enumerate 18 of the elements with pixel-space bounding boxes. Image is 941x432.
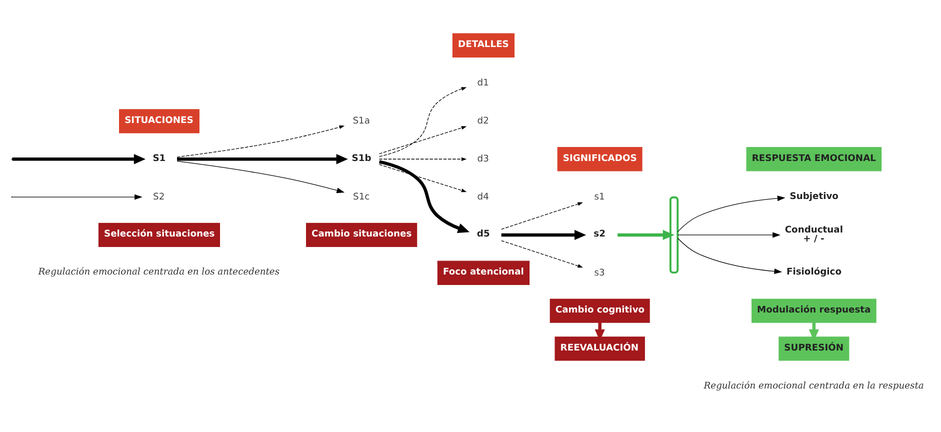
node-text: s1 xyxy=(594,192,605,202)
node-text: Subjetivo xyxy=(790,192,838,202)
node-text: S1b xyxy=(352,154,372,164)
node-text: S1c xyxy=(353,192,370,202)
node-text: S2 xyxy=(153,192,165,202)
node-text: Conductual + / - xyxy=(784,225,843,245)
node-text: S1 xyxy=(152,154,166,164)
node-text: s3 xyxy=(594,268,605,278)
node-text: S1a xyxy=(352,116,370,127)
node-text: d3 xyxy=(477,154,489,165)
node-text: d1 xyxy=(477,78,489,89)
node-text: Fisiológico xyxy=(786,268,842,278)
node-text: s2 xyxy=(594,230,606,240)
label: Regulación emocional centrada en la respuesta xyxy=(704,381,924,392)
node-text: d2 xyxy=(477,116,489,127)
node-text: d5 xyxy=(476,230,490,240)
node-text: d4 xyxy=(477,192,489,202)
label: Regulación emocional centrada en los antecedentes xyxy=(38,268,280,278)
